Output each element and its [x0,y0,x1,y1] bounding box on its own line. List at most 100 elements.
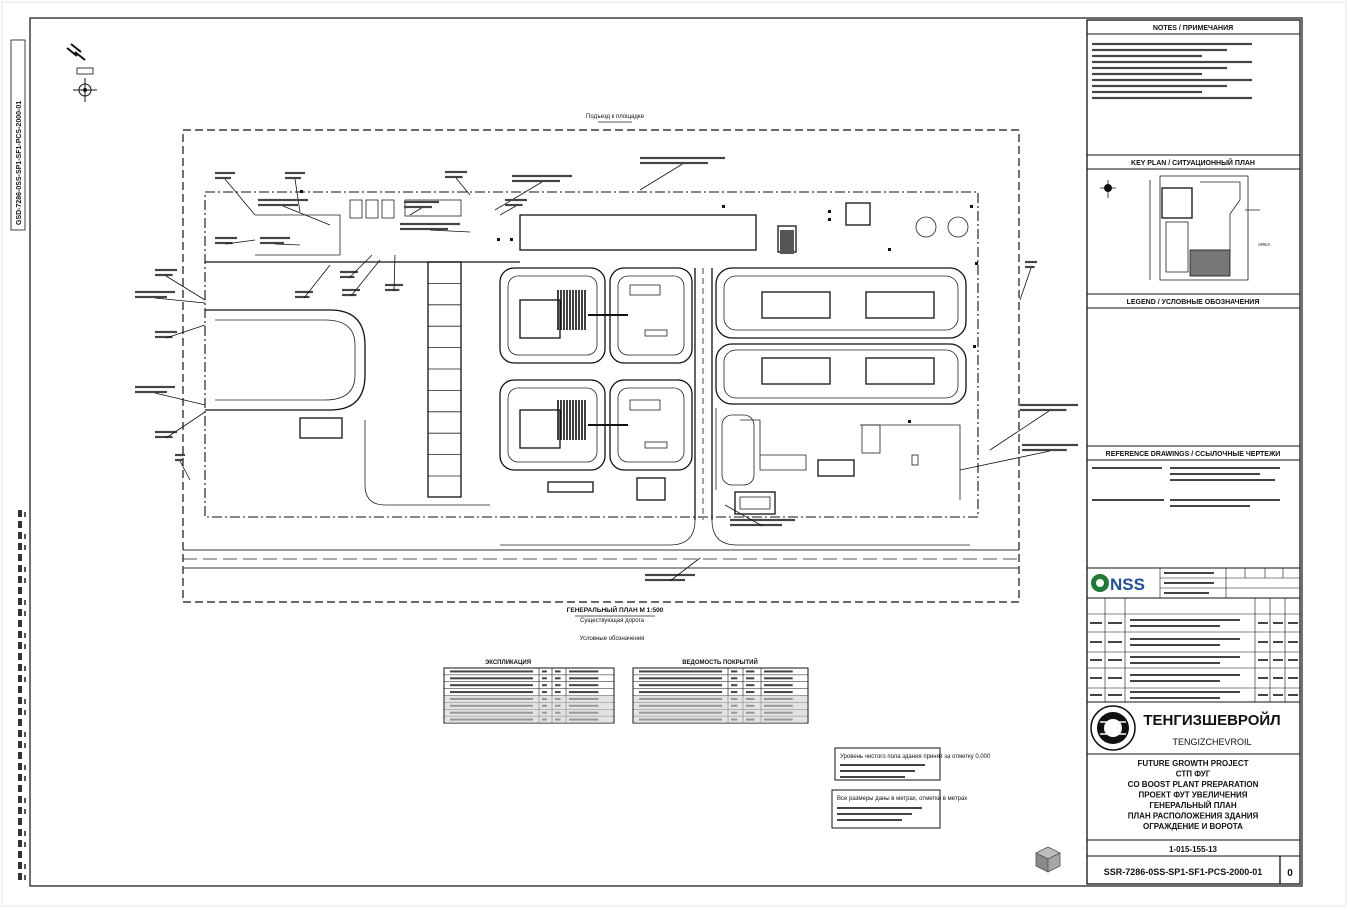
text-line [1273,677,1283,679]
margin-note-mark [18,631,22,638]
callout [175,453,191,481]
text-line [1130,674,1240,676]
callout [135,290,206,304]
text-line [1258,641,1268,643]
text-line [1288,677,1298,679]
text-line [1273,694,1283,696]
leader-line [1019,267,1032,301]
margin-note-mark [18,774,22,781]
callout [499,198,527,216]
table-left-title: ЭКСПЛИКАЦИЯ [485,660,531,666]
key-plan: AREA [1100,175,1270,281]
text-line [295,290,313,294]
leader-line [429,229,471,233]
leader-line [409,207,422,216]
table-shade [634,695,807,723]
margin-note-mark [18,642,22,649]
legend-header: LEGEND / УСЛОВНЫЕ ОБОЗНАЧЕНИЯ [1127,299,1260,306]
text-line [731,684,738,687]
margin-note-mark [24,545,26,550]
leader-line [494,181,543,211]
left-margin-notes [18,510,26,880]
margin-note-mark [18,598,22,605]
text-line [400,222,460,226]
text-line [569,691,599,694]
margin-note-mark [18,565,22,572]
text-line [746,670,755,673]
text-line [837,813,912,815]
text-line [639,684,722,687]
text-line [1092,72,1202,76]
margin-note-mark [24,578,26,583]
leader-line [350,259,381,297]
marker [828,218,831,221]
text-line [1170,505,1250,507]
leader-line [224,178,256,216]
text-line [385,288,400,292]
text-line [215,171,235,175]
text-line [840,770,915,772]
plan-caption-1: ГЕНЕРАЛЬНЫЙ ПЛАН М 1:500 [567,605,664,614]
margin-note-mark [24,600,26,605]
callout [155,411,206,439]
leader-line [989,410,1050,451]
leader-line [165,324,206,339]
text-line [569,684,599,687]
text-line [450,670,533,673]
doc-code: 1-015-155-13 [1169,845,1218,854]
leader-line [959,450,1051,471]
text-line [569,670,599,673]
note-box-2: Все размеры даны в метрах, отметки в мет… [831,789,967,829]
nss-logo: NSS [1091,574,1145,594]
margin-note-mark [18,818,22,825]
callout [639,156,725,191]
site-plan [135,129,1078,603]
margin-note-mark [18,807,22,814]
text-line [1164,582,1214,584]
text-line [285,171,305,175]
text-line [1130,691,1240,693]
text-line [640,156,725,160]
margin-note-mark [18,763,22,770]
callout [494,174,572,211]
side-code-text: GSD-7286-0SS-SP1-SF1-PCS-2000-01 [16,101,23,225]
text-line [1025,265,1035,269]
margin-note-mark [18,873,22,880]
margin-note-mark [18,840,22,847]
text-line [1090,677,1102,679]
text-line [764,691,793,694]
margin-note-mark [24,644,26,649]
leader-line [282,205,331,226]
north-arrow-icon [66,43,97,102]
margin-note-mark [24,633,26,638]
margin-note-mark [18,653,22,660]
schedule-table-left: ЭКСПЛИКАЦИЯ [443,660,615,724]
text-line [840,776,905,778]
callout [342,259,381,297]
leader-line [303,264,331,299]
text-line [746,684,755,687]
marker [300,190,303,193]
leader-line [724,504,763,527]
marker [828,210,831,213]
callout [1019,260,1037,301]
text-line [640,161,708,165]
text-line [155,268,177,272]
text-line [155,273,173,277]
text-line [1108,659,1122,661]
text-line [512,174,572,178]
project-title-line: СТП ФУГ [1176,770,1211,779]
text-line [400,227,448,231]
callout [260,236,301,246]
leader-line [274,243,301,246]
margin-note-mark [24,710,26,715]
text-line [404,205,432,209]
side-code: GSD-7286-0SS-SP1-SF1-PCS-2000-01 [10,39,26,231]
text-line [746,691,755,694]
margin-note-mark [18,510,22,517]
text-line [450,684,533,687]
text-line [1092,66,1227,70]
text-line [1130,662,1220,664]
